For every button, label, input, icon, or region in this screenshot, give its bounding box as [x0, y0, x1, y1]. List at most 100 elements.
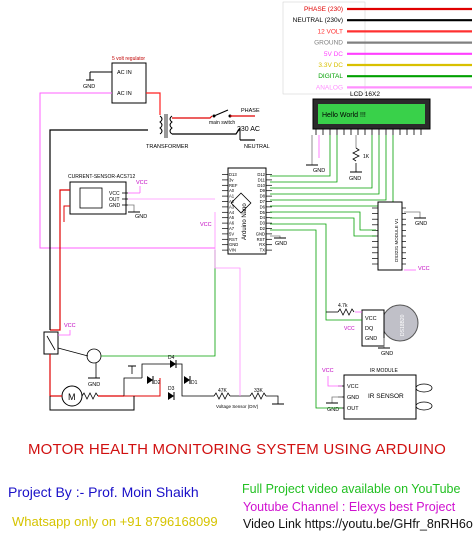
transformer: TRANSFORMER [146, 114, 189, 150]
ir-data-wire [270, 229, 342, 409]
5v-supply-wire [39, 92, 215, 249]
ds18b20-vcc-label: VCC [344, 326, 355, 332]
bridge-rectifier: D4 D2 D1 D3 [123, 355, 200, 400]
arduino-right-pin-label: D9 [260, 188, 266, 193]
rtc-label: DS3231 MODULE V1 [394, 218, 399, 262]
relay-vcc-label: VCC [64, 323, 76, 329]
phase-wire-top [172, 115, 213, 119]
rtc-vcc-label: VCC [418, 266, 430, 272]
relay-driver: VCC GND [43, 250, 216, 388]
legend-label: 3.3V DC [318, 62, 343, 69]
ir-gnd-label: GND [327, 407, 339, 413]
motor-return-wire [49, 396, 135, 411]
pot-gnd-label: GND [349, 176, 361, 182]
arduino-left-pin-label: VIN [229, 248, 236, 253]
legend-label: 5V DC [324, 51, 343, 58]
svg-text:D1: D1 [191, 380, 198, 386]
regulator-pin-out: AC IN [117, 91, 132, 97]
diode-d3 [168, 392, 174, 400]
arduino-left-pin-label: A6 [229, 221, 235, 226]
arduino-left-pin-label: A5 [229, 215, 235, 220]
legend-label: PHASE (230) [304, 6, 343, 13]
arduino-right-pin-label: RST [257, 237, 266, 242]
circuit-diagram: PHASE (230)NEUTRAL (230v)12 VOLTGROUND5V… [39, 1, 472, 420]
arduino-left-pin-label: A3 [229, 204, 235, 209]
arduino-nano: Arduino Nano D133vREFA0A1A2A3A4A5A6A75VR… [200, 167, 272, 255]
ir-vcc-label: VCC [322, 368, 334, 374]
legend-label: 12 VOLT [317, 28, 343, 35]
arduino-vcc-label: VCC [200, 222, 212, 228]
svg-text:D2: D2 [154, 380, 161, 386]
lcd-16x2: LCD 16X2 Hello World !!! [312, 91, 431, 135]
lcd-gnd-label: GND [313, 168, 325, 174]
ir-sensor-name: IR SENSOR [368, 393, 404, 400]
arduino-left-pin-label: RST [229, 237, 238, 242]
youtube-channel-text: Youtube Channel : Elexys best Project [243, 500, 456, 514]
potentiometer-1k: 1K GND [349, 135, 370, 182]
current-sensor-vcc: VCC [136, 180, 148, 186]
ds18b20-pin-label: DQ [365, 326, 374, 332]
neutral-main-wire [49, 129, 148, 330]
regulator-pin-in: AC IN [117, 70, 132, 76]
arduino-right-pin-label: D12 [257, 172, 265, 177]
current-sensor-pin-label: OUT [109, 197, 120, 203]
12v-wire [146, 92, 161, 115]
diode-d2 [147, 376, 153, 384]
lcd-text: Hello World !!! [322, 112, 366, 119]
svg-text:D4: D4 [168, 355, 175, 361]
arduino-left-pin-label: 3v [229, 177, 234, 182]
video-link-text[interactable]: Video Link https://youtu.be/GHfr_8nRH6o [243, 517, 473, 531]
mains-neutral-label: NEUTRAL [244, 144, 270, 150]
whatsapp-text: Whatsapp only on +91 8796168099 [12, 514, 218, 529]
diode-d4 [170, 360, 176, 368]
arduino-left-pin-label: A1 [229, 194, 235, 199]
current-sensor-label: CURRENT-SENSOR-ACS712 [68, 174, 135, 180]
arduino-left-pin-label: A0 [229, 188, 235, 193]
current-sensor-pin-label: GND [109, 203, 121, 209]
arduino-label: Arduino Nano [242, 203, 248, 240]
arduino-left-pin-label: GND [229, 242, 238, 247]
diode-d1 [184, 376, 190, 384]
arduino-right-pin-label: D5 [260, 210, 266, 215]
divider-r2: 33K [254, 388, 264, 394]
legend-label: GROUND [314, 40, 343, 47]
project-by-text: Project By :- Prof. Moin Shaikh [8, 484, 199, 500]
wire-color-legend: PHASE (230)NEUTRAL (230v)12 VOLTGROUND5V… [282, 1, 472, 95]
current-sensor-pin-label: VCC [109, 191, 120, 197]
ds18b20-label: DS18B20 [400, 314, 406, 336]
arduino-right-pin-label: D4 [260, 215, 266, 220]
arduino-right-pin-label: D11 [258, 177, 266, 182]
arduino-right-pin-label: TX [260, 248, 266, 253]
lcd-ground: GND [306, 135, 325, 174]
lcd-data-wires [270, 135, 394, 207]
rtc-data-wires [270, 211, 376, 237]
rtc-gnd-label: GND [415, 221, 427, 227]
lcd-title: LCD 16X2 [350, 91, 380, 98]
current-sensor-gnd: GND [135, 214, 147, 220]
arduino-left-pin-label: A2 [229, 199, 235, 204]
motor-label: M [68, 392, 76, 402]
legend-label: ANALOG [316, 84, 343, 91]
ir-pin-label: OUT [347, 406, 359, 412]
arduino-ground: GND [270, 235, 287, 247]
rtc-ds3231-module: DS3231 MODULE V1 GND VCC [372, 201, 430, 272]
regulator-gnd-label: GND [83, 84, 95, 90]
arduino-left-pin-label: 5V [229, 231, 234, 236]
ir-pin-label: GND [347, 395, 359, 401]
divider-r1: 47K [218, 388, 228, 394]
ir-module-label: IR MODULE [370, 368, 398, 374]
ds18b20-gnd-label: GND [381, 351, 393, 357]
arduino-right-pin-label: D7 [260, 199, 266, 204]
regulator-label: 5 volt regulator [112, 56, 145, 62]
arduino-right-pin-label: RX [259, 242, 265, 247]
mains-phase-label: PHASE [241, 108, 260, 114]
arduino-right-pin-label: D6 [260, 204, 266, 209]
neutral-wire-top [172, 127, 241, 135]
voltage-regulator: 5 volt regulator AC IN AC IN GND [83, 56, 147, 104]
arduino-left-pin-label: D13 [229, 172, 237, 177]
arduino-gnd-label: GND [275, 241, 287, 247]
ds18b20-resistor: 4.7k [338, 303, 348, 309]
arduino-right-pin-label: D2 [260, 226, 266, 231]
